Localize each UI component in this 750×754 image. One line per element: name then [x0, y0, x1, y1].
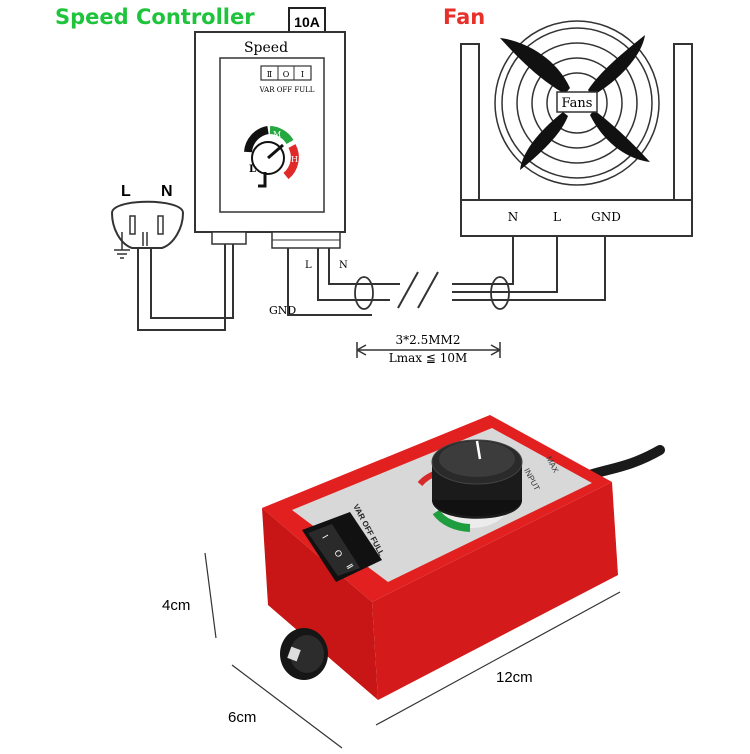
dimension-length: 12cm: [496, 669, 533, 686]
dial-label-h: H: [291, 155, 298, 164]
fan-title: Fan: [443, 5, 485, 29]
controller-label-l: L: [305, 260, 312, 271]
switch-labels: VAR OFF FULL: [259, 86, 315, 94]
product-switch-glyph-full: I: [320, 533, 330, 540]
product-switch-glyph-off: O: [332, 548, 344, 559]
product-rocker-switch[interactable]: I O Ⅱ: [302, 512, 382, 582]
plug-label-n: N: [161, 183, 173, 200]
length-dimension-line: [375, 591, 621, 726]
speed-knob[interactable]: [431, 439, 523, 519]
switch-glyph-full: I: [301, 70, 304, 79]
dial-label-m: M: [273, 130, 281, 139]
fan-terminal-n: N: [508, 210, 519, 224]
switch-glyph-var: Ⅱ: [267, 70, 272, 79]
speed-controller-title: Speed Controller: [55, 5, 255, 29]
controller-box: Speed Ⅱ O I VAR OFF FULL L M H: [194, 31, 346, 249]
fan-blade: [500, 38, 570, 94]
fan-unit: Fans N L GND: [460, 20, 693, 237]
gnd-label-left: GND: [269, 304, 296, 317]
fan-terminal-l: L: [553, 210, 561, 224]
product-switch-glyph-var: Ⅱ: [344, 562, 355, 571]
cable-spec: 3*2.5MM2: [396, 333, 461, 347]
dimension-height: 4cm: [162, 597, 190, 614]
fan-blade: [520, 112, 568, 170]
rocker-switch: [260, 65, 312, 81]
plug-label-l: L: [121, 183, 131, 200]
controller-label-n: N: [339, 260, 348, 271]
controller-label: Speed: [244, 40, 288, 56]
speed-dial: L M H: [244, 126, 299, 188]
cable-length: Lmax ≦ 10M: [389, 351, 468, 365]
height-dimension-line: [204, 552, 217, 639]
fan-label: Fans: [562, 96, 593, 111]
fuse-tab: 10A: [288, 7, 326, 35]
fan-blade: [590, 110, 650, 162]
power-plug: L N: [110, 183, 185, 259]
fan-blade: [588, 35, 645, 96]
fuse-rating: 10A: [294, 14, 320, 30]
dimension-width: 6cm: [228, 709, 256, 726]
width-dimension-line: [231, 664, 343, 749]
dial-label-l: L: [249, 164, 256, 175]
fuse-holder[interactable]: [280, 628, 328, 680]
fan-terminal-gnd: GND: [591, 210, 621, 224]
switch-glyph-off: O: [283, 70, 290, 79]
